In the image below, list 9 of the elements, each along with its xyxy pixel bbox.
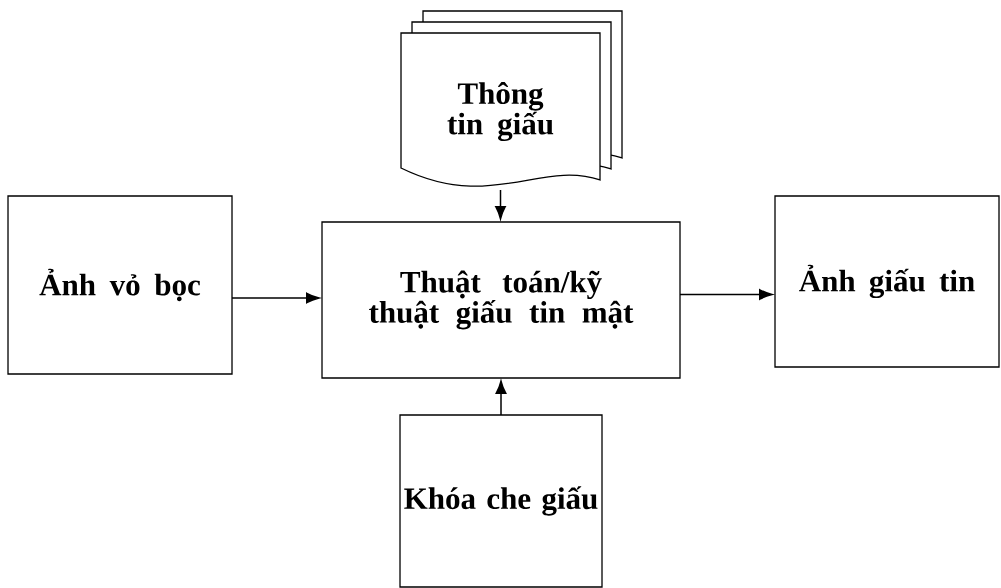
arrow	[495, 189, 506, 220]
process-box: Ảnh giấu tin	[774, 195, 1000, 368]
document-stack: Thông tin giấu	[400, 10, 623, 187]
process-box: Thuật toán/kỹ thuật giấu tin mật	[321, 221, 681, 379]
arrow	[679, 289, 773, 300]
arrow	[495, 380, 507, 416]
process-box: Ảnh vỏ bọc	[7, 195, 233, 375]
process-box: Khóa che giấu	[399, 414, 603, 588]
arrow	[231, 292, 320, 304]
